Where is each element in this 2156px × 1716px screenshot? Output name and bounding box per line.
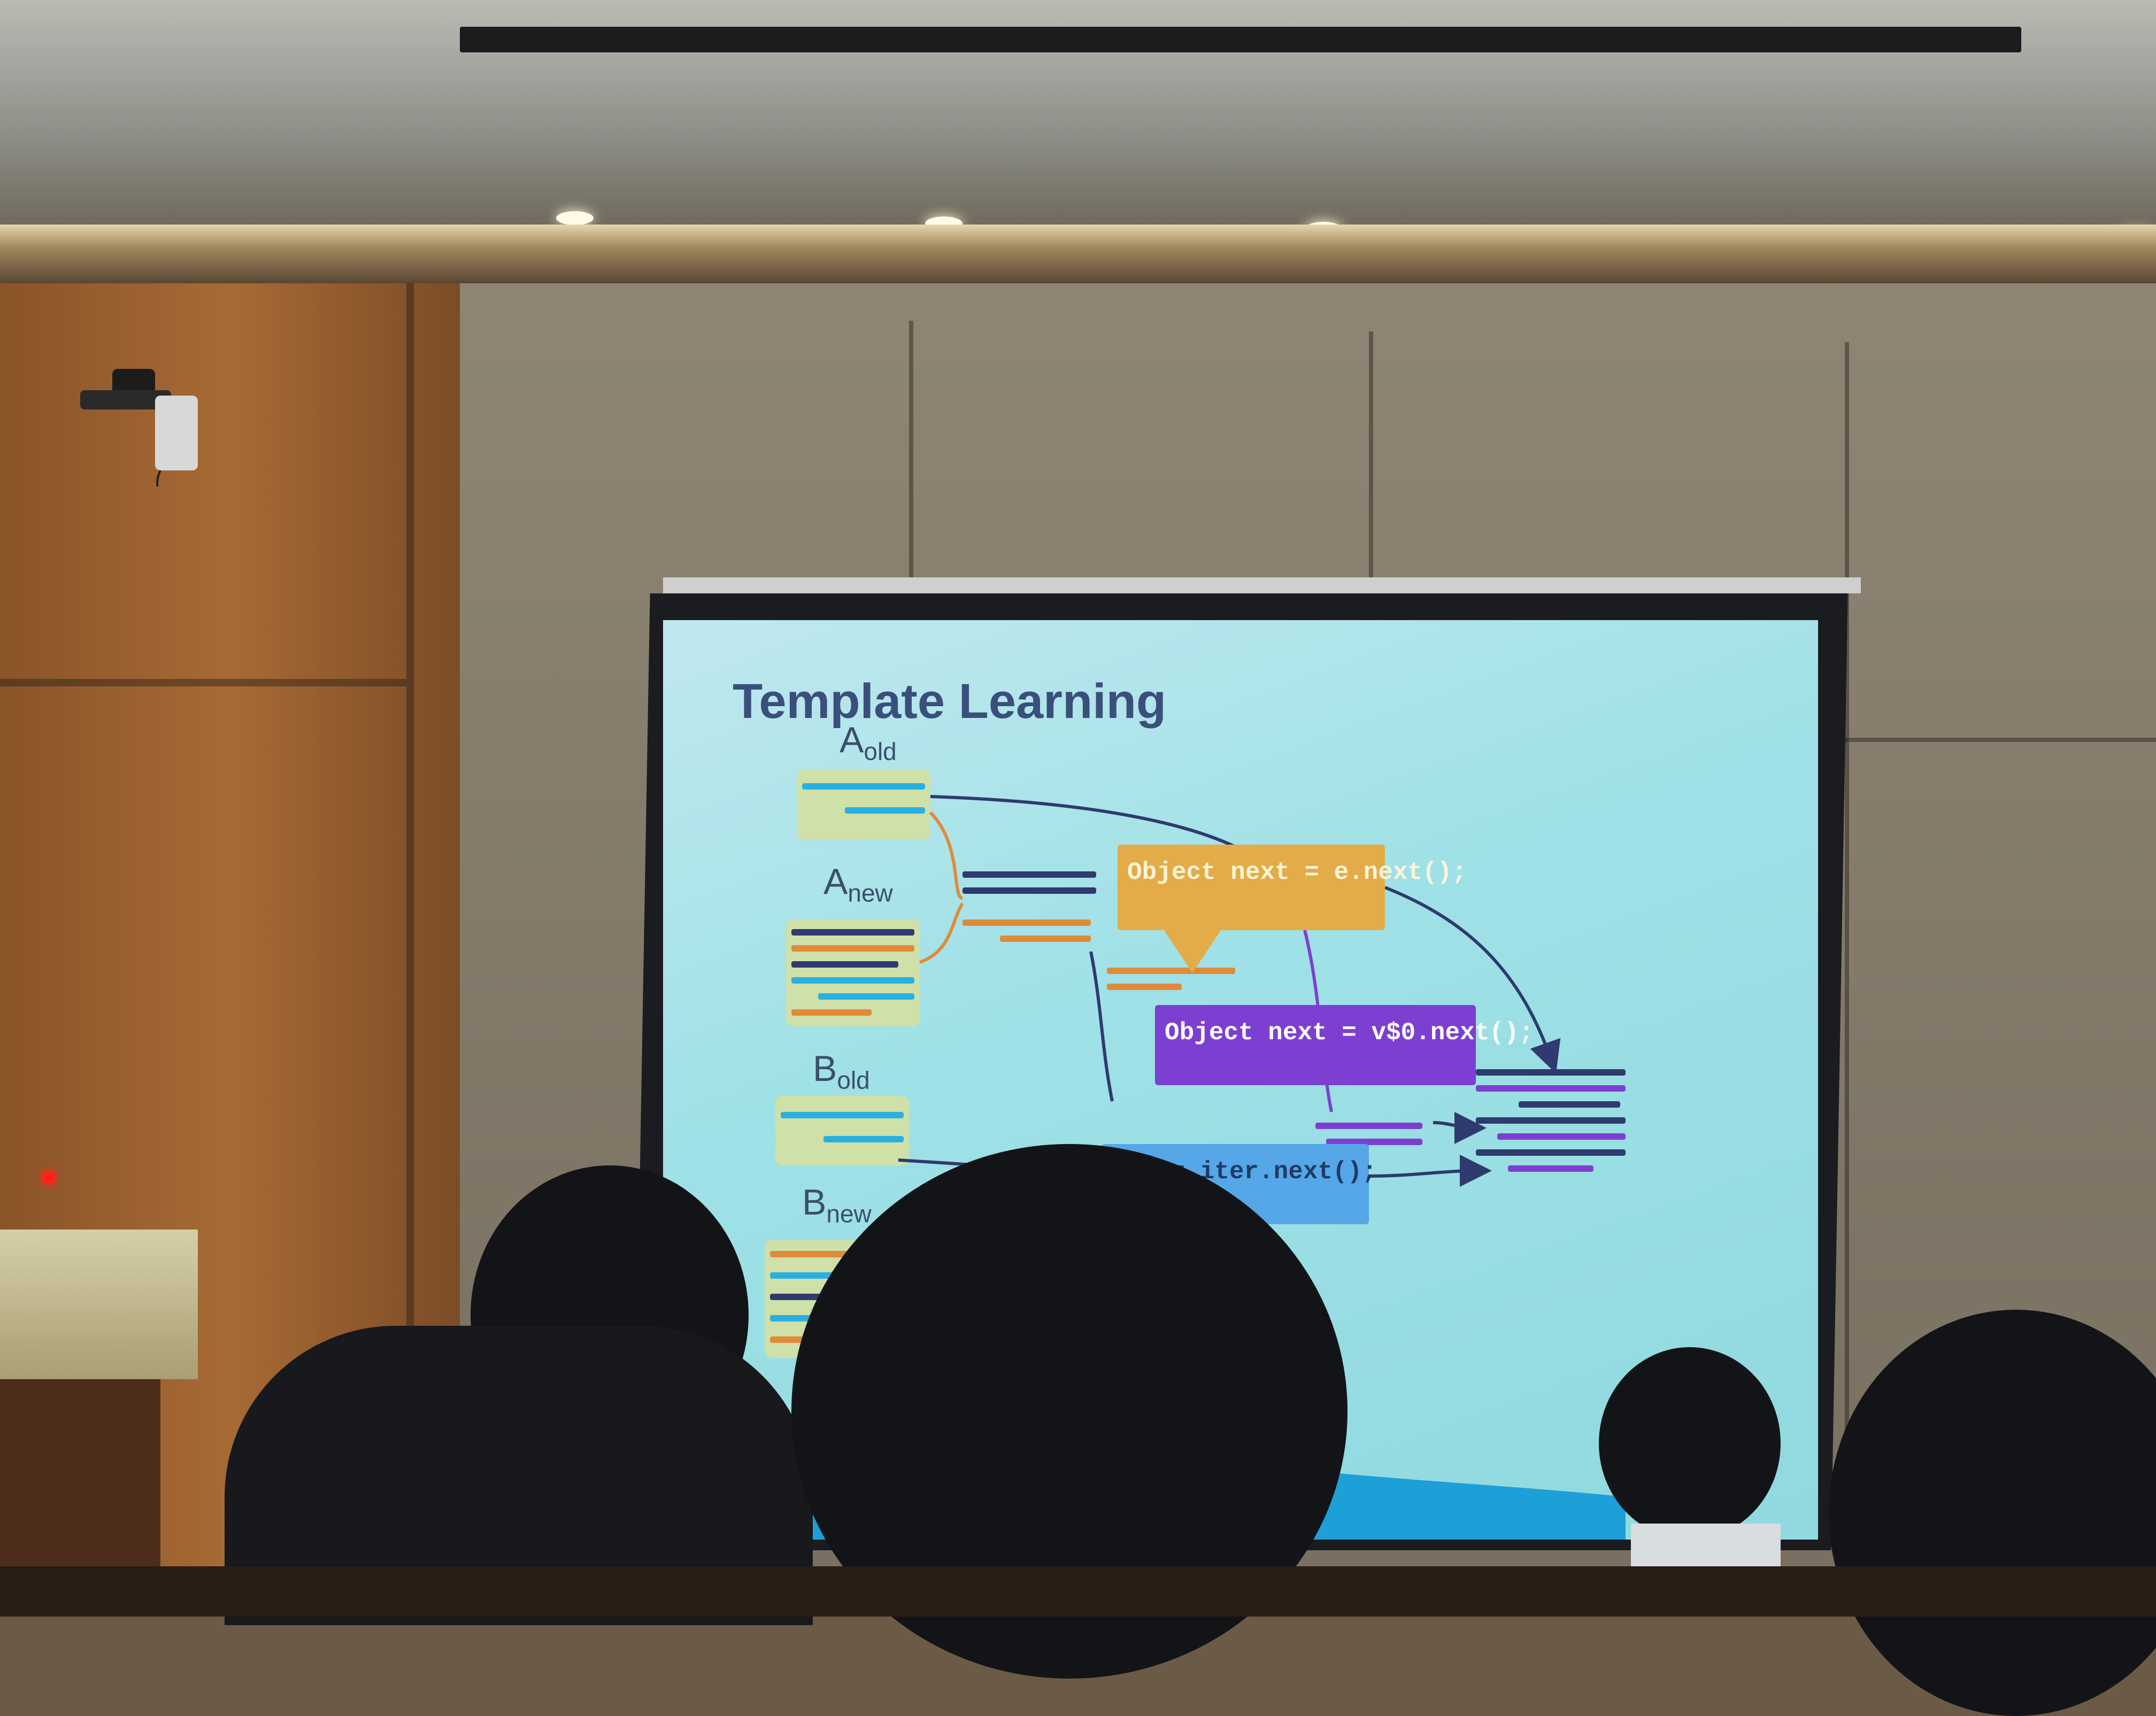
label-a-new: Anew bbox=[823, 861, 893, 908]
wall-panel-divider bbox=[1845, 738, 2156, 742]
code-callout-purple: Object next = v$0.next(); bbox=[1155, 1005, 1534, 1085]
ceiling-vent bbox=[460, 27, 2021, 52]
label-sub: old bbox=[837, 1066, 870, 1094]
wall-panel-divider bbox=[909, 321, 913, 588]
wall-panel-divider bbox=[0, 679, 406, 686]
label-base: A bbox=[823, 861, 848, 902]
ceiling-beam bbox=[0, 225, 2156, 283]
code-callout-orange: Object next = e.next(); bbox=[1118, 845, 1467, 930]
label-sub: old bbox=[864, 737, 897, 766]
callout-pointer bbox=[1160, 925, 1225, 973]
label-b-new: Bnew bbox=[802, 1181, 872, 1228]
label-base: B bbox=[813, 1048, 837, 1089]
label-base: A bbox=[840, 720, 864, 760]
label-sub: new bbox=[848, 879, 893, 907]
code-snippet-a-old bbox=[797, 770, 930, 839]
microphone-light bbox=[42, 1171, 56, 1185]
screen-housing bbox=[663, 577, 1861, 593]
code-snippet-b-old bbox=[775, 1096, 909, 1165]
intermediate-snippet bbox=[962, 866, 1102, 952]
label-b-old: Bold bbox=[813, 1048, 870, 1095]
audience-head bbox=[1599, 1347, 1781, 1540]
seat-row bbox=[0, 1566, 2156, 1617]
slide-title: Template Learning bbox=[733, 674, 1167, 729]
learned-template bbox=[1476, 1069, 1636, 1187]
label-base: B bbox=[802, 1182, 827, 1223]
wall-panel-divider bbox=[1845, 342, 1849, 1572]
security-camera-icon bbox=[80, 369, 198, 486]
label-a-old: Aold bbox=[840, 719, 897, 766]
label-sub: new bbox=[826, 1200, 872, 1228]
podium bbox=[0, 1230, 198, 1379]
wall-panel-divider bbox=[406, 283, 414, 1617]
code-snippet-a-new bbox=[786, 919, 920, 1026]
intermediate-snippet bbox=[1315, 1117, 1433, 1149]
ceiling-light bbox=[556, 211, 594, 225]
wall-panel-divider bbox=[1369, 331, 1373, 588]
